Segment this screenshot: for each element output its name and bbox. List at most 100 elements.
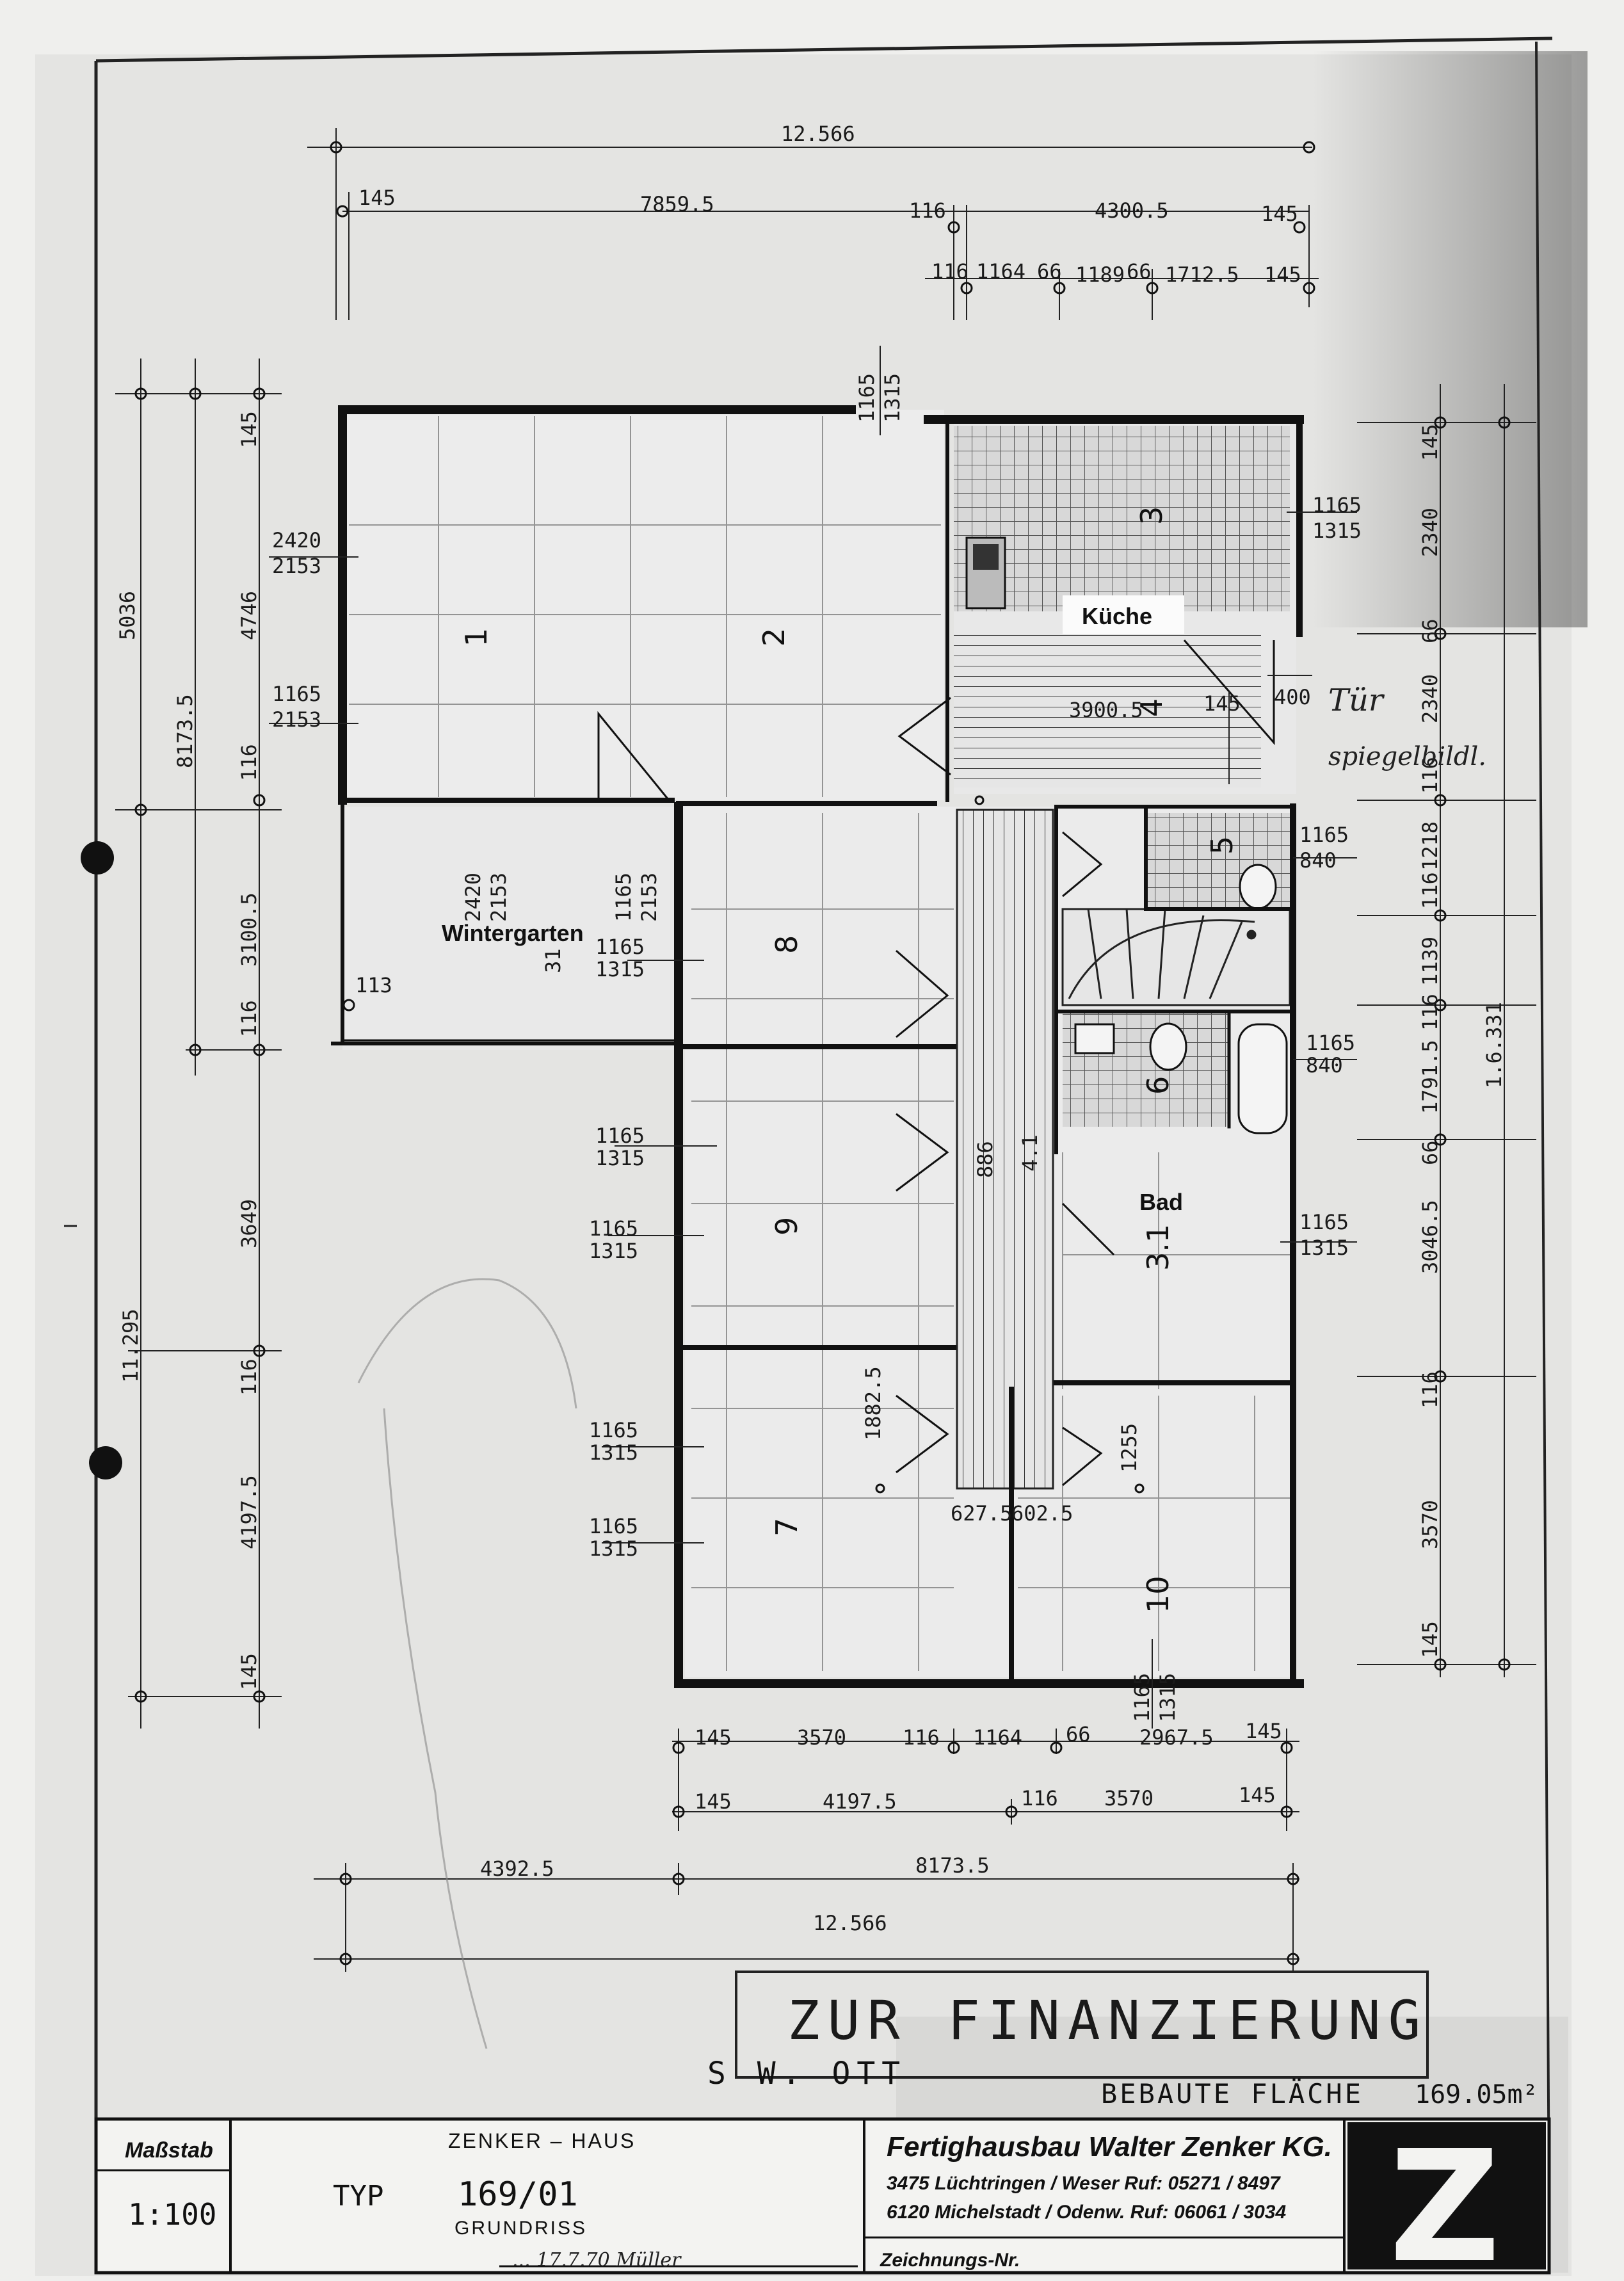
svg-text:... 17.7.70 Müller: ... 17.7.70 Müller xyxy=(512,2249,682,2271)
svg-text:1315: 1315 xyxy=(880,373,904,423)
svg-text:1882.5: 1882.5 xyxy=(861,1366,885,1440)
svg-text:3570: 3570 xyxy=(1104,1786,1154,1810)
dimension-texts: 12.566 145 7859.5 116 4300.5 145 116 116… xyxy=(272,122,1362,1935)
svg-text:2153: 2153 xyxy=(637,873,661,922)
svg-text:1.6.331: 1.6.331 xyxy=(1482,1002,1506,1088)
room-number-3: 3 xyxy=(1134,506,1169,525)
punch-hole-top xyxy=(81,841,114,875)
svg-text:1165: 1165 xyxy=(855,373,879,423)
room-number-2: 2 xyxy=(757,628,791,647)
svg-text:113: 113 xyxy=(355,973,392,997)
svg-text:1218: 1218 xyxy=(1418,821,1442,871)
svg-text:3570: 3570 xyxy=(1418,1500,1442,1549)
svg-text:2967.5: 2967.5 xyxy=(1139,1725,1214,1750)
svg-text:1165: 1165 xyxy=(595,935,645,959)
svg-text:1255: 1255 xyxy=(1117,1423,1141,1472)
svg-text:116: 116 xyxy=(931,259,969,284)
svg-text:116: 116 xyxy=(237,1358,261,1396)
svg-text:BEBAUTE FLÄCHE: BEBAUTE FLÄCHE xyxy=(1101,2077,1363,2109)
room-number-7: 7 xyxy=(769,1518,804,1536)
punch-hole-bottom xyxy=(89,1446,122,1479)
svg-text:31: 31 xyxy=(541,948,565,973)
svg-text:Zeichnungs-Nr.: Zeichnungs-Nr. xyxy=(880,2250,1020,2271)
module-grid xyxy=(349,416,1290,1671)
svg-text:116: 116 xyxy=(1021,1786,1058,1810)
svg-text:886: 886 xyxy=(973,1141,997,1178)
svg-text:66: 66 xyxy=(1418,618,1442,643)
floor-plan: 1 2 3 4 5 6 7 8 9 10 3.1 Küche Wintergar… xyxy=(331,405,1304,1688)
svg-text:1189: 1189 xyxy=(1075,262,1125,287)
svg-text:145: 145 xyxy=(237,411,261,448)
svg-text:145: 145 xyxy=(1261,202,1298,226)
handwritten-note: Tür spiegelbildl. xyxy=(1328,682,1486,771)
room-label-bad: Bad xyxy=(1139,1189,1183,1215)
svg-text:S W. OTT: S W. OTT xyxy=(707,2056,906,2092)
svg-text:66: 66 xyxy=(1418,1140,1442,1165)
svg-text:4.1: 4.1 xyxy=(1018,1134,1042,1172)
svg-text:66: 66 xyxy=(1066,1722,1091,1746)
svg-text:145: 145 xyxy=(1264,262,1301,287)
room-label-wintergarten: Wintergarten xyxy=(442,920,584,946)
svg-text:1712.5: 1712.5 xyxy=(1165,262,1239,287)
svg-text:116: 116 xyxy=(909,198,946,223)
svg-text:1315: 1315 xyxy=(1312,519,1362,543)
sheet-border xyxy=(64,36,1553,2269)
svg-text:2153: 2153 xyxy=(486,873,511,922)
svg-text:spiegelbildl.: spiegelbildl. xyxy=(1328,742,1486,771)
svg-text:8173.5: 8173.5 xyxy=(915,1853,990,1878)
room-number-6: 6 xyxy=(1141,1076,1175,1095)
svg-text:145: 145 xyxy=(1245,1719,1282,1743)
svg-text:1165: 1165 xyxy=(589,1514,638,1538)
svg-text:4300.5: 4300.5 xyxy=(1095,198,1169,223)
svg-text:ZENKER – HAUS: ZENKER – HAUS xyxy=(448,2129,636,2152)
pencil-sketch xyxy=(357,1278,577,2049)
room-number-3-1: 3.1 xyxy=(1141,1224,1175,1271)
svg-text:116: 116 xyxy=(1418,872,1442,909)
svg-text:602.5: 602.5 xyxy=(1011,1501,1073,1526)
svg-text:116: 116 xyxy=(237,744,261,781)
svg-text:1315: 1315 xyxy=(1299,1236,1349,1260)
svg-text:Fertighausbau Walter Zenker KG: Fertighausbau Walter Zenker KG. xyxy=(887,2131,1332,2163)
svg-text:145: 145 xyxy=(1418,424,1442,461)
svg-text:1315: 1315 xyxy=(1155,1673,1180,1722)
svg-text:2420: 2420 xyxy=(272,528,321,552)
financing-stamp: ZUR FINANZIERUNG S W. OTT xyxy=(707,1971,1429,2092)
svg-text:116: 116 xyxy=(1418,757,1442,794)
company-logo xyxy=(1347,2122,1546,2269)
svg-text:145: 145 xyxy=(1239,1783,1276,1807)
svg-text:116: 116 xyxy=(1418,994,1442,1031)
room-label-kueche: Küche xyxy=(1082,603,1152,629)
room-number-5: 5 xyxy=(1205,836,1239,855)
svg-text:11.295: 11.295 xyxy=(118,1309,143,1383)
svg-text:1165: 1165 xyxy=(1130,1673,1154,1722)
svg-text:145: 145 xyxy=(237,1653,261,1690)
kitchen-tiles xyxy=(954,426,1290,611)
svg-text:GRUNDRISS: GRUNDRISS xyxy=(454,2218,587,2239)
svg-text:12.566: 12.566 xyxy=(813,1911,887,1935)
svg-text:4197.5: 4197.5 xyxy=(823,1789,897,1814)
svg-text:169.05m²: 169.05m² xyxy=(1415,2080,1538,2109)
company-logo-letter: Z xyxy=(1389,2117,1500,2281)
svg-text:1315: 1315 xyxy=(589,1536,638,1561)
title-block: Maßstab 1:100 ZENKER – HAUS TYP 169/01 G… xyxy=(94,2117,1551,2281)
svg-text:1165: 1165 xyxy=(1299,823,1349,847)
svg-text:66: 66 xyxy=(1037,259,1062,284)
room-number-8: 8 xyxy=(769,935,804,954)
svg-text:2153: 2153 xyxy=(272,707,321,732)
room-number-9: 9 xyxy=(769,1217,804,1236)
svg-text:3046.5: 3046.5 xyxy=(1418,1200,1442,1274)
svg-text:116: 116 xyxy=(903,1725,940,1750)
svg-text:840: 840 xyxy=(1299,848,1337,873)
svg-text:400: 400 xyxy=(1274,685,1311,709)
svg-text:6120 Michelstadt / Odenw. Ruf: 6120 Michelstadt / Odenw. Ruf: 06061 / 3… xyxy=(887,2202,1286,2223)
sanitary-fixtures xyxy=(1074,864,1288,1134)
svg-text:145: 145 xyxy=(358,186,396,210)
walls xyxy=(331,405,1304,1688)
svg-text:4392.5: 4392.5 xyxy=(480,1857,554,1881)
svg-text:1165: 1165 xyxy=(611,873,636,922)
svg-text:145: 145 xyxy=(695,1789,732,1814)
svg-text:1139: 1139 xyxy=(1418,937,1442,986)
built-area: BEBAUTE FLÄCHE 169.05m² xyxy=(1101,2077,1538,2109)
